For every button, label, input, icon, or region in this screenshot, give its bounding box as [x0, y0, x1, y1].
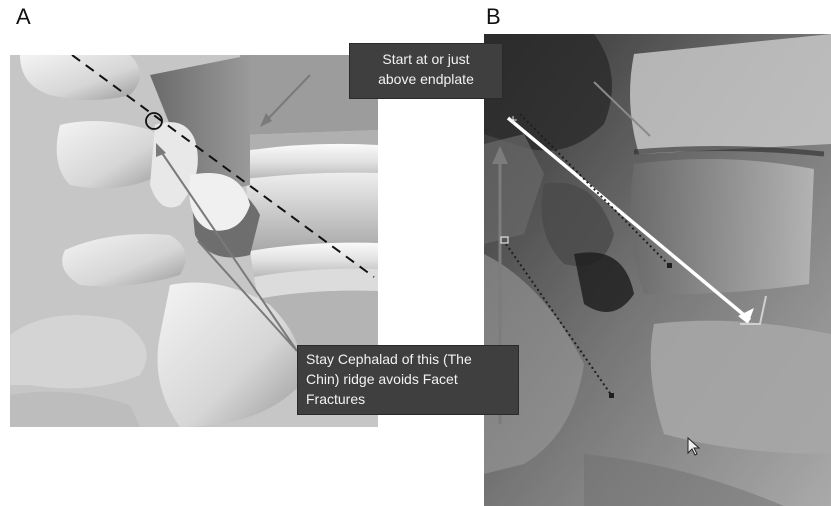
- panel-a-label: A: [16, 4, 31, 30]
- lower-dotted-guide-end: [609, 393, 614, 398]
- chin-ridge-callout: Stay Cephalad of this (The Chin) ridge a…: [297, 345, 519, 415]
- vertebral-body-middle: [246, 173, 378, 251]
- crosshair-marker: +: [508, 113, 518, 127]
- intervertebral-disc-lower: [250, 243, 378, 299]
- chin-callout-line-1: Stay Cephalad of this (The: [306, 349, 510, 369]
- spinous-process: [10, 315, 147, 388]
- endplate-callout-line-1: Start at or just: [360, 49, 492, 69]
- chin-callout-line-3: Fractures: [306, 389, 510, 409]
- endplate-callout: Start at or just above endplate: [349, 43, 503, 99]
- posterior-shadow-upper: [484, 34, 612, 151]
- vertebra-lower: [651, 321, 831, 454]
- xray-image: +: [484, 34, 831, 506]
- panel-b-label: B: [486, 4, 501, 30]
- vertebra-middle: [631, 159, 814, 294]
- endplate-callout-line-2: above endplate: [360, 69, 492, 89]
- upper-dotted-guide-end: [667, 263, 672, 268]
- vertebra-upper: [630, 34, 831, 154]
- chin-callout-line-2: Chin) ridge avoids Facet: [306, 369, 510, 389]
